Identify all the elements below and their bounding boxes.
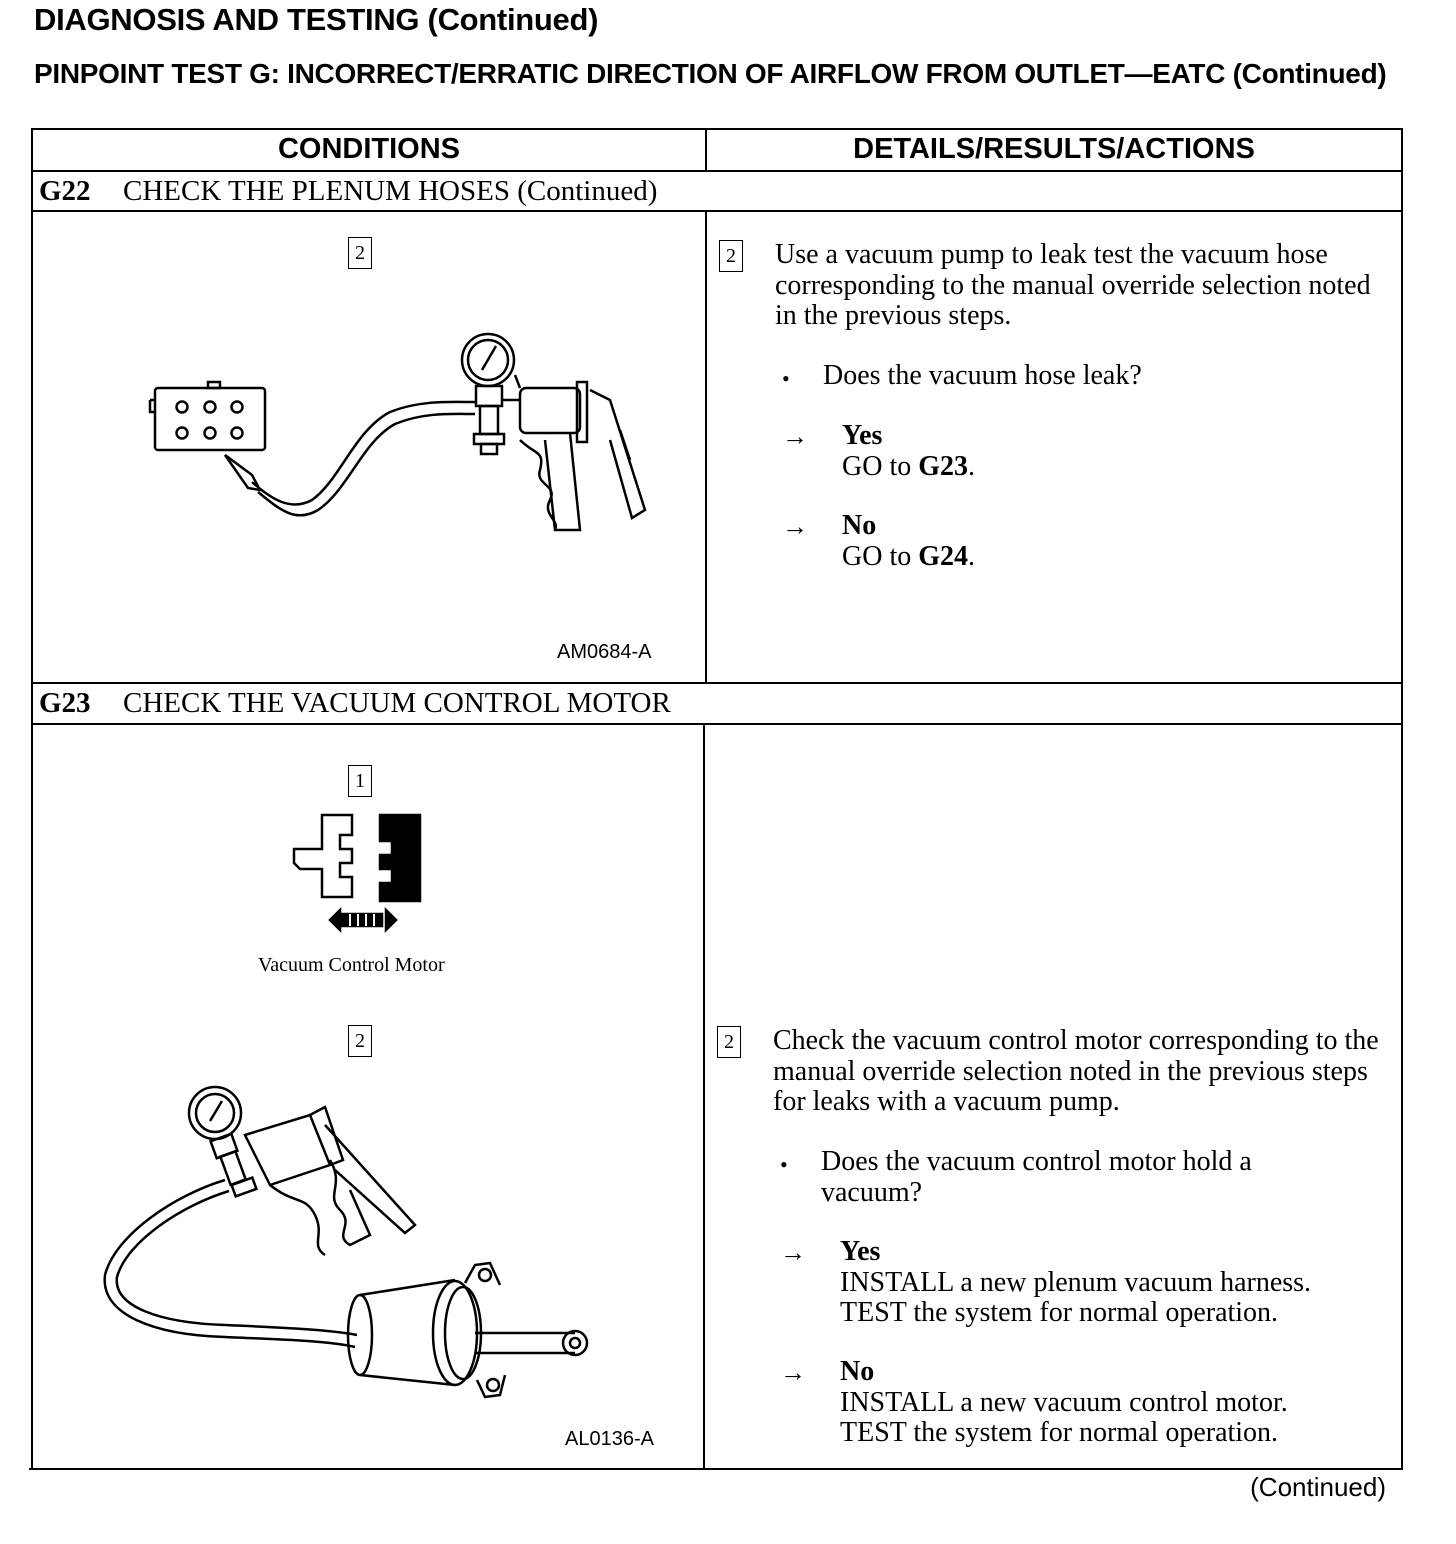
row-divider (31, 170, 1403, 172)
figure-code: AL0136-A (565, 1428, 654, 1450)
vacuum-pump-hose-connector-illustration (148, 332, 647, 532)
no-label: No (840, 1356, 875, 1387)
figure-step-number: 2 (348, 237, 372, 269)
column-divider (705, 128, 707, 172)
step-row-g23: G23 CHECK THE VACUUM CONTROL MOTOR (39, 687, 671, 720)
step-title: CHECK THE PLENUM HOSES (Continued) (123, 175, 658, 207)
arrow-right-icon: → (782, 422, 808, 451)
figure-code: AM0684-A (557, 641, 652, 663)
yes-label: Yes (840, 1236, 881, 1267)
vacuum-control-motor-icon (292, 813, 422, 934)
continued-footer: (Continued) (1250, 1472, 1386, 1502)
yes-action-prefix: GO to (842, 450, 919, 482)
figure-step-number: 2 (348, 1025, 372, 1057)
step-code: G23 (39, 687, 91, 719)
arrow-right-icon: → (780, 1238, 806, 1267)
bullet-icon: • (782, 366, 790, 391)
figure-step-number: 1 (348, 765, 372, 797)
no-action-line: TEST the system for normal operation. (840, 1417, 1279, 1448)
step-code: G22 (39, 175, 91, 207)
no-action-line: INSTALL a new vacuum control motor. (840, 1386, 1288, 1418)
table-border-top (31, 128, 1403, 130)
row-divider (31, 723, 1403, 725)
table-border-right (1401, 128, 1403, 1470)
yes-answer: Yes GO to G23. (842, 420, 976, 482)
bullet-icon: • (780, 1152, 788, 1177)
table-border-bottom (29, 1468, 1403, 1470)
row-divider (31, 682, 1403, 684)
details-header: DETAILS/RESULTS/ACTIONS (853, 133, 1255, 165)
no-action-prefix: GO to (842, 540, 919, 572)
no-label: No (842, 510, 877, 541)
arrow-right-icon: → (780, 1358, 806, 1387)
instruction-text: Check the vacuum control motor correspon… (773, 1025, 1379, 1117)
no-target-link[interactable]: G24 (918, 540, 969, 572)
vacuum-pump-motor-illustration (103, 1085, 589, 1399)
yes-answer: Yes INSTALL a new plenum vacuum harness.… (840, 1236, 1312, 1329)
page-title: DIAGNOSIS AND TESTING (Continued) (34, 2, 599, 37)
step-row-g22: G22 CHECK THE PLENUM HOSES (Continued) (39, 175, 657, 208)
row-divider (31, 210, 1403, 212)
yes-label: Yes (842, 420, 883, 451)
yes-target-link[interactable]: G23 (918, 450, 969, 482)
yes-action-line: TEST the system for normal operation. (840, 1297, 1279, 1328)
table-border-left (31, 128, 33, 1470)
yes-action-line: INSTALL a new plenum vacuum harness. (840, 1266, 1312, 1298)
figure-caption: Vacuum Control Motor (258, 954, 445, 976)
no-answer: No INSTALL a new vacuum control motor. T… (840, 1356, 1288, 1449)
instruction-text: Use a vacuum pump to leak test the vacuu… (775, 239, 1371, 331)
detail-step-number: 2 (719, 240, 743, 272)
arrow-right-icon: → (782, 512, 808, 541)
column-divider (703, 723, 705, 1470)
question-text: Does the vacuum hose leak? (823, 360, 1142, 391)
column-divider (705, 210, 707, 684)
test-title: PINPOINT TEST G: INCORRECT/ERRATIC DIREC… (34, 58, 1387, 89)
conditions-header: CONDITIONS (277, 133, 461, 165)
step-title: CHECK THE VACUUM CONTROL MOTOR (123, 687, 671, 719)
detail-step-number: 2 (717, 1026, 741, 1058)
no-answer: No GO to G24. (842, 510, 976, 572)
question-text: Does the vacuum control motor hold a vac… (821, 1146, 1252, 1208)
